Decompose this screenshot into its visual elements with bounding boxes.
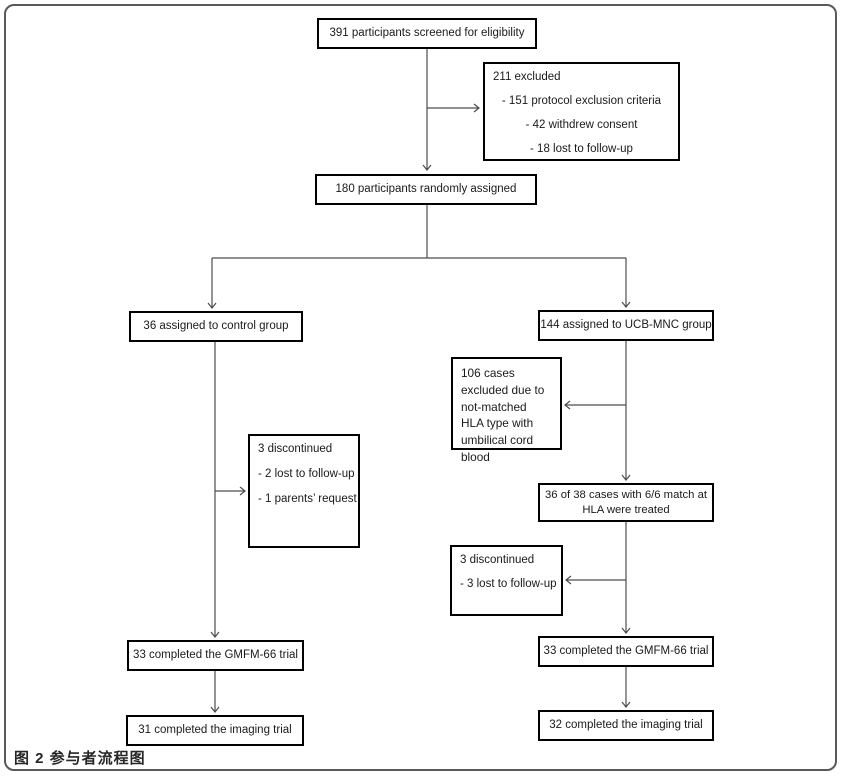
node-imaging-ucb: 32 completed the imaging trial: [538, 710, 714, 741]
node-gmfm-ucb-label: 33 completed the GMFM-66 trial: [543, 645, 709, 658]
node-treated-line: HLA were treated: [582, 503, 670, 516]
node-discontinued-control-item: - 2 lost to follow-up: [258, 467, 355, 480]
node-screened: 391 participants screened for eligibilit…: [317, 18, 537, 49]
node-discontinued-control: 3 discontinued - 2 lost to follow-up - 1…: [248, 434, 360, 548]
node-randomized-label: 180 participants randomly assigned: [335, 183, 517, 196]
node-control-group-label: 36 assigned to control group: [143, 320, 289, 333]
node-gmfm-control: 33 completed the GMFM-66 trial: [127, 640, 304, 671]
node-gmfm-control-label: 33 completed the GMFM-66 trial: [133, 649, 298, 662]
node-excluded: 211 excluded - 151 protocol exclusion cr…: [483, 62, 680, 161]
node-imaging-control: 31 completed the imaging trial: [126, 715, 304, 746]
node-imaging-control-label: 31 completed the imaging trial: [138, 724, 292, 737]
node-hla-excluded-label: 106 cases excluded due to not-matched HL…: [461, 366, 545, 464]
figure-caption: 图 2 参与者流程图: [14, 750, 146, 767]
node-excluded-item: - 151 protocol exclusion criteria: [501, 94, 662, 107]
node-excluded-item: - 42 withdrew consent: [525, 118, 638, 131]
node-treated: 36 of 38 cases with 6/6 match at HLA wer…: [538, 483, 714, 522]
node-gmfm-ucb: 33 completed the GMFM-66 trial: [538, 636, 714, 667]
node-imaging-ucb-label: 32 completed the imaging trial: [549, 719, 703, 732]
node-ucb-group-label: 144 assigned to UCB-MNC group: [540, 319, 712, 332]
node-excluded-item: - 18 lost to follow-up: [530, 142, 633, 155]
node-randomized: 180 participants randomly assigned: [315, 174, 537, 205]
node-hla-excluded: 106 cases excluded due to not-matched HL…: [451, 357, 562, 464]
node-control-group: 36 assigned to control group: [129, 311, 303, 342]
node-treated-line: 36 of 38 cases with 6/6 match at: [544, 488, 707, 501]
node-discontinued-ucb-title: 3 discontinued: [460, 554, 535, 566]
node-screened-label: 391 participants screened for eligibilit…: [329, 27, 525, 40]
node-ucb-group: 144 assigned to UCB-MNC group: [538, 310, 714, 341]
node-excluded-title: 211 excluded: [493, 71, 561, 83]
node-discontinued-control-item: - 1 parents’ request: [258, 492, 357, 505]
node-discontinued-ucb: 3 discontinued - 3 lost to follow-up: [450, 545, 563, 616]
node-discontinued-control-title: 3 discontinued: [258, 443, 333, 455]
node-discontinued-ucb-item: - 3 lost to follow-up: [460, 577, 557, 590]
